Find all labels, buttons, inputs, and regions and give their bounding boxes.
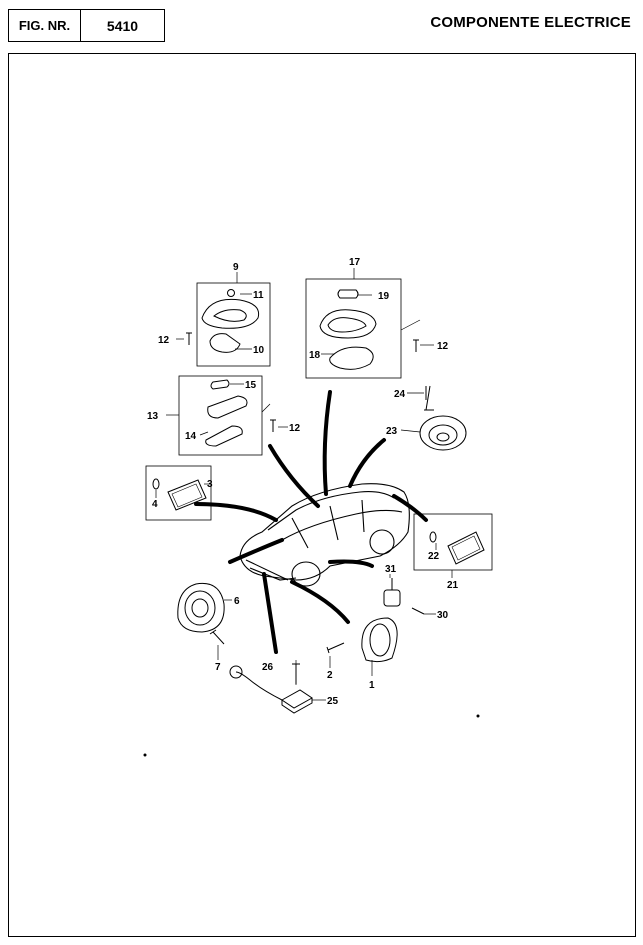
control-module-icon [229,665,313,714]
side-lamp-icon [429,531,485,565]
callout-1: 1 [369,680,375,691]
callout-10: 10 [253,345,265,356]
group-box-3 [145,465,212,521]
callout-3: 3 [207,479,213,490]
callout-7: 7 [215,662,221,673]
callout-23: 23 [386,426,398,437]
callout-13: 13 [147,411,159,422]
page-title: COMPONENTE ELECTRICE [430,14,631,31]
group-box-21 [413,513,493,571]
callout-14: 14 [185,431,197,442]
callout-12b: 12 [437,341,449,352]
callout-22: 22 [428,551,440,562]
map-lamp-icon [319,289,377,370]
sensor-icon [383,578,401,607]
callout-6: 6 [234,596,240,607]
callout-21: 21 [447,580,459,591]
speaker-icon [419,385,467,451]
callout-25: 25 [327,696,339,707]
callout-11: 11 [253,290,264,301]
dot-mark [143,753,147,757]
group-box-17 [305,278,402,379]
figure-number: 5410 [106,17,139,34]
callout-12a: 12 [158,335,170,346]
figure-label: FIG. NR. [9,10,81,41]
dome-lamp-icon [201,289,260,353]
callout-31: 31 [385,564,397,575]
car-body-icon [239,483,410,587]
screw-icons [186,332,427,684]
diagram-frame [8,53,636,937]
front-speaker-icon [177,582,225,633]
room-lamp-icon [205,379,248,447]
callout-19: 19 [378,291,390,302]
callout-9: 9 [233,262,239,273]
callout-24: 24 [394,389,406,400]
group-box-13 [178,375,263,456]
callout-2: 2 [327,670,333,681]
callout-18: 18 [309,350,321,361]
callout-4: 4 [152,499,158,510]
group-box-9 [196,282,271,367]
leader-lines [155,268,453,701]
callout-26: 26 [262,662,274,673]
callout-12c: 12 [289,423,301,434]
callout-15: 15 [245,380,257,391]
horn-icon [361,617,398,663]
dot-mark [476,714,480,718]
figure-number-box: FIG. NR. 5410 [8,9,165,42]
callout-30: 30 [437,610,449,621]
callout-17: 17 [349,257,361,268]
courtesy-lamp-icon [152,478,207,511]
pointer-strokes [194,390,428,654]
